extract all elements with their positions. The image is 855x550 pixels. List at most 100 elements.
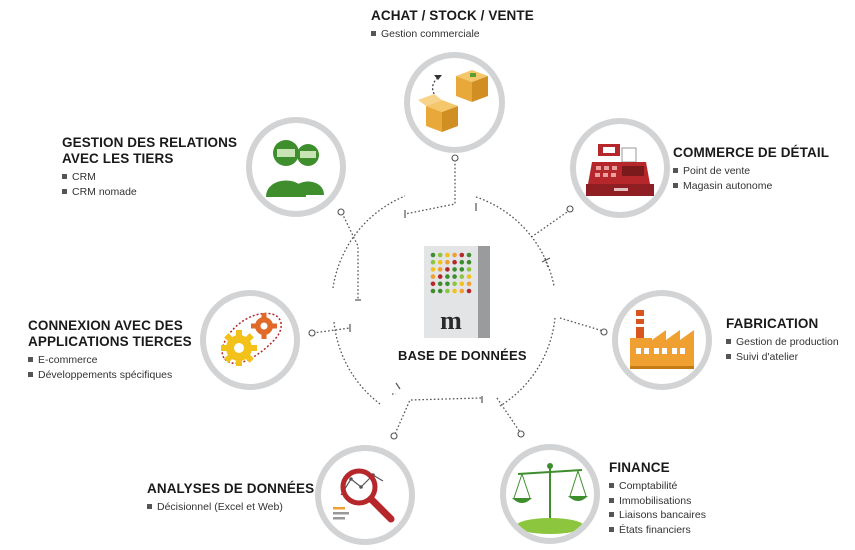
server-dot: [430, 288, 436, 294]
connexion-applications-node[interactable]: [200, 290, 300, 390]
bullet-icon: [726, 339, 731, 344]
server-dot: [430, 252, 436, 258]
factory-icon: [630, 310, 694, 369]
module-title-line-2: AVEC LES TIERS: [62, 151, 174, 166]
server-dot: [430, 259, 436, 265]
magnifier-chart-icon: [333, 468, 395, 523]
module-items: Point de vente Magasin autonome: [673, 164, 829, 193]
list-item: Point de vente: [673, 164, 829, 179]
bullet-icon: [609, 497, 614, 503]
list-item: Décisionnel (Excel et Web): [147, 500, 314, 515]
module-title: FABRICATION: [726, 316, 819, 331]
module-items: CRM CRM nomade: [62, 170, 237, 199]
server-dot: [445, 259, 450, 265]
server-dot: [452, 274, 457, 279]
bullet-icon: [147, 504, 152, 509]
bullet-icon: [62, 188, 67, 194]
server-dot: [459, 267, 465, 272]
server-dot: [459, 259, 465, 265]
gestion-relations-label: GESTION DES RELATIONS AVEC LES TIERS CRM…: [62, 135, 237, 199]
module-title: FINANCE: [609, 460, 670, 475]
list-item: États financiers: [609, 523, 706, 538]
list-item: Gestion commerciale: [371, 27, 534, 42]
server-dot: [459, 252, 465, 258]
server-dot: [430, 274, 436, 279]
gestion-relations-node[interactable]: [246, 117, 346, 217]
fabrication-label: FABRICATION Gestion de production Suivi …: [726, 316, 839, 364]
finance-label: FINANCE Comptabilité Immobilisations Lia…: [609, 460, 706, 537]
module-title: ANALYSES DE DONNÉES: [147, 481, 315, 496]
server-dot: [445, 252, 450, 258]
module-title: COMMERCE DE DÉTAIL: [673, 145, 830, 160]
server-dot: [466, 259, 472, 265]
bullet-icon: [371, 31, 376, 36]
achat-stock-vente-label: ACHAT / STOCK / VENTE Gestion commercial…: [371, 8, 534, 42]
server-dot: [445, 288, 450, 294]
list-item: Liaisons bancaires: [609, 508, 706, 523]
boxes-icon: [418, 70, 488, 132]
server-dot: [452, 252, 457, 258]
scales-icon: [512, 463, 588, 534]
server-dot: [452, 281, 457, 287]
fabrication-node[interactable]: [612, 290, 712, 390]
bullet-icon: [609, 483, 614, 488]
list-item: E-commerce: [28, 353, 192, 368]
server-dot: [437, 288, 443, 294]
bullet-icon: [673, 182, 678, 188]
server-dot: [452, 288, 457, 294]
server-dot: [445, 281, 450, 287]
server-dot: [445, 274, 450, 279]
server-dot: [459, 281, 465, 287]
module-items: Gestion de production Suivi d'atelier: [726, 335, 839, 364]
module-items: Gestion commerciale: [371, 27, 534, 42]
bullet-icon: [28, 371, 33, 377]
finance-node[interactable]: [500, 444, 600, 544]
analyses-de-donnees-label: ANALYSES DE DONNÉES Décisionnel (Excel e…: [147, 481, 314, 515]
server-dot: [459, 288, 465, 294]
list-item: Gestion de production: [726, 335, 839, 350]
server-dot: [437, 259, 443, 265]
gears-icon: [221, 312, 282, 366]
analyses-de-donnees-node[interactable]: [315, 445, 415, 545]
module-title-line-1: GESTION DES RELATIONS: [62, 135, 238, 150]
server-dot: [445, 267, 450, 272]
server-dot: [466, 288, 472, 294]
module-items: Décisionnel (Excel et Web): [147, 500, 314, 515]
cash-register-icon: [586, 144, 654, 196]
module-items: Comptabilité Immobilisations Liaisons ba…: [609, 479, 706, 537]
list-item: Comptabilité: [609, 479, 706, 494]
achat-stock-vente-node[interactable]: [404, 52, 505, 153]
database-server-icon: m: [424, 246, 490, 338]
bullet-icon: [609, 526, 614, 532]
module-title-line-1: CONNEXION AVEC DES: [28, 318, 183, 333]
server-dot: [466, 267, 472, 272]
server-dot: [466, 281, 472, 287]
module-items: E-commerce Développements spécifiques: [28, 353, 192, 382]
server-dot: [452, 267, 457, 272]
server-dot: [437, 267, 443, 272]
connexion-applications-label: CONNEXION AVEC DES APPLICATIONS TIERCES …: [28, 318, 192, 382]
users-icon: [266, 140, 324, 197]
list-item: CRM: [62, 170, 237, 185]
svg-text:m: m: [440, 306, 462, 335]
list-item: CRM nomade: [62, 185, 237, 200]
server-dot: [437, 274, 443, 279]
module-title-line-2: APPLICATIONS TIERCES: [28, 334, 192, 349]
commerce-de-detail-label: COMMERCE DE DÉTAIL Point de vente Magasi…: [673, 145, 829, 193]
list-item: Suivi d'atelier: [726, 350, 839, 365]
commerce-de-detail-node[interactable]: [570, 118, 670, 218]
list-item: Immobilisations: [609, 494, 706, 509]
server-dot: [459, 274, 465, 279]
bullet-icon: [62, 174, 67, 179]
bullet-icon: [609, 512, 614, 517]
bullet-icon: [673, 168, 678, 173]
server-dot: [437, 252, 443, 258]
server-dot: [466, 252, 472, 258]
list-item: Magasin autonome: [673, 179, 829, 194]
bullet-icon: [28, 357, 33, 362]
server-dot: [430, 267, 436, 272]
bullet-icon: [726, 353, 731, 359]
server-dot: [437, 281, 443, 287]
